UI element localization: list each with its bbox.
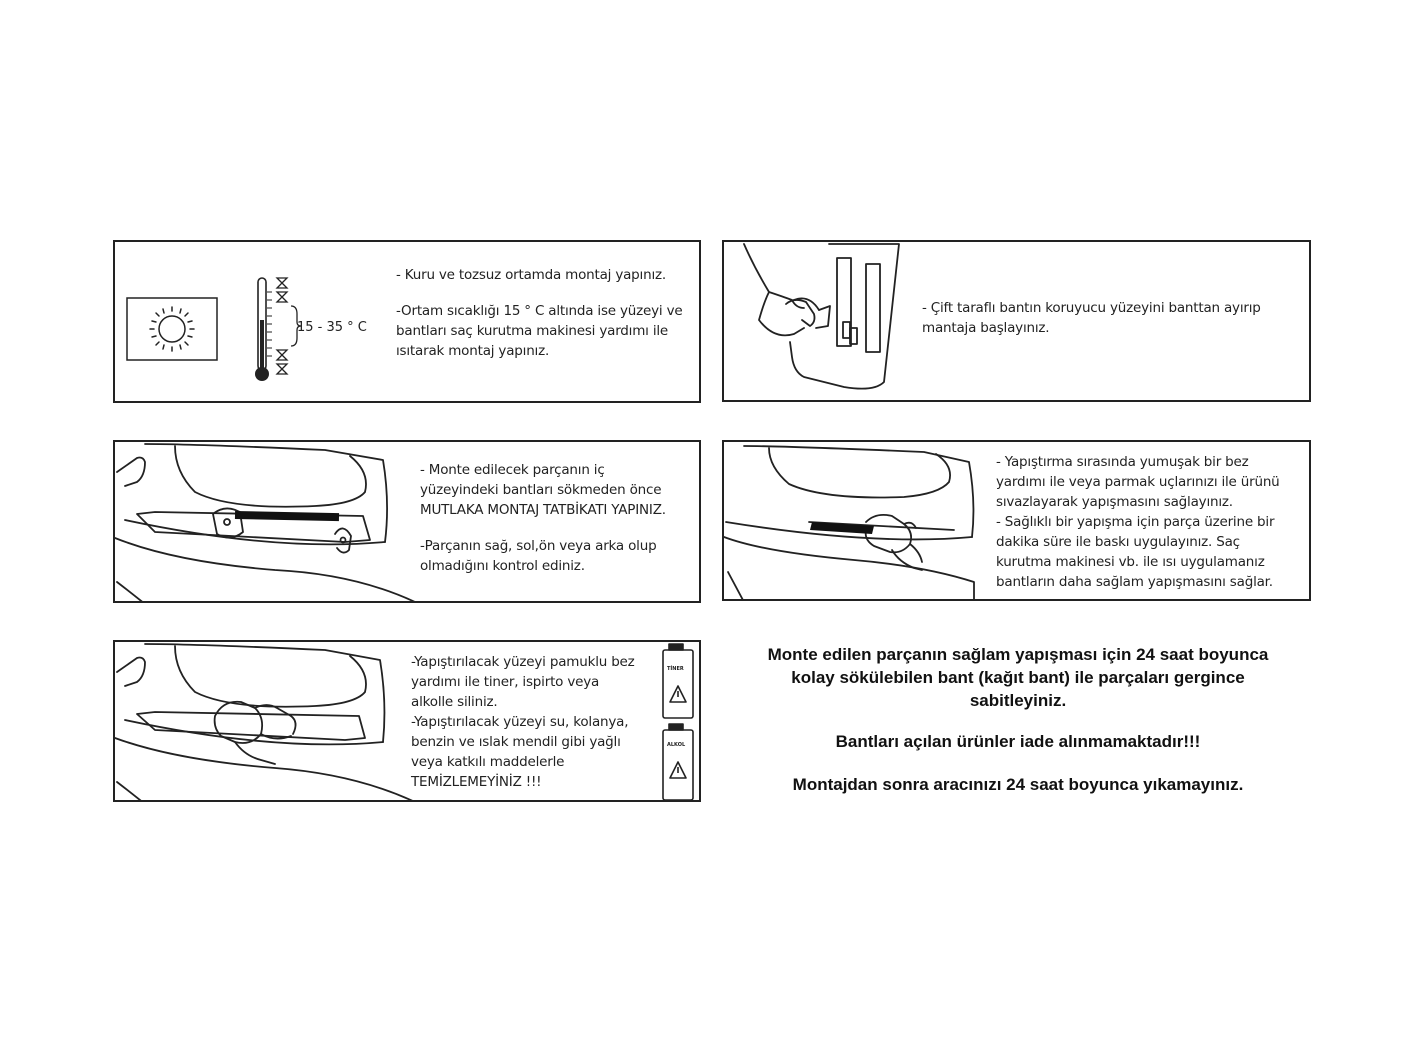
text-line: dakika süre ile baskı uygulayınız. Saç [996,534,1240,550]
text-line: alkolle siliniz. [411,694,498,710]
text-line: - Sağlıklı bir yapışma için parça üzerin… [996,514,1275,530]
text-line: -Yapıştırılacak yüzeyi su, kolanya, [411,714,629,730]
thinner-bottle-label: TİNER [667,666,684,672]
note-line-no-wash: Montajdan sonra aracınızı 24 saat boyunc… [792,775,1244,794]
hand-wiping-icon [115,643,413,800]
text-line: kurutma makinesi vb. ile ısı uygulamanız [996,554,1265,570]
text-line: sıvazlayarak yapışmasını sağlayınız. [996,494,1233,510]
note-line: sabitleyiniz. [969,691,1067,710]
thermometer-icon [255,277,302,381]
text-line: benzin ve ıslak mendil gibi yağlı [411,734,621,750]
panel-text: - Monte edilecek parçanın iç yüzeyindeki… [420,460,666,576]
thinner-bottle-icon [662,643,694,719]
text-line: yüzeyindeki bantları sökmeden önce [420,482,662,498]
hand-peeling-tape-icon [743,243,900,390]
instruction-panel-clean: TİNER ALKOL -Yapıştırılacak yüzeyi pamuk… [113,640,701,802]
important-notes: Monte edilen parçanın sağlam yapışması i… [720,643,1316,796]
text-line: -Ortam sıcaklığı 15 ° C altında ise yüze… [396,303,683,319]
panel-text: - Çift taraflı bantın koruyucu yüzeyini … [922,298,1261,338]
text-line: - Kuru ve tozsuz ortamda montaj yapınız. [396,267,666,283]
hand-pressing-cloth-icon [724,445,975,599]
instruction-panel-peel-tape: - Çift taraflı bantın koruyucu yüzeyini … [722,240,1311,402]
text-line: bantların daha sağlam yapışmasını sağlar… [996,574,1273,590]
panel-text: - Kuru ve tozsuz ortamda montaj yapınız.… [396,265,683,361]
temperature-range-label: 15 - 35 ° C [297,320,367,335]
text-line: yardımı ile veya parmak uçlarınızı ile ü… [996,474,1280,490]
text-line: -Yapıştırılacak yüzeyi pamuklu bez [411,654,635,670]
alcohol-bottle-icon [662,723,694,800]
text-line: bantları saç kurutma makinesi yardımı il… [396,323,669,339]
car-door-trim-icon [115,443,415,601]
text-line: - Monte edilecek parçanın iç [420,462,605,478]
text-line: MUTLAKA MONTAJ TATBİKATI YAPINIZ. [420,502,666,518]
panel-text: -Yapıştırılacak yüzeyi pamuklu bez yardı… [411,652,635,792]
text-line: - Çift taraflı bantın koruyucu yüzeyini … [922,300,1261,316]
text-line: mantaja başlayınız. [922,320,1050,336]
note-line: Monte edilen parçanın sağlam yapışması i… [767,645,1269,664]
panel-text: - Yapıştırma sırasında yumuşak bir bez y… [996,452,1280,592]
text-line: -Parçanın sağ, sol,ön veya arka olup [420,538,657,554]
note-line: kolay sökülebilen bant (kağıt bant) ile … [791,668,1245,687]
text-line: TEMİZLEMEYİNİZ !!! [411,774,542,790]
text-line: olmadığını kontrol ediniz. [420,558,585,574]
instruction-panel-press: - Yapıştırma sırasında yumuşak bir bez y… [722,440,1311,601]
instruction-panel-test-fit: - Monte edilecek parçanın iç yüzeyindeki… [113,440,701,603]
alcohol-bottle-label: ALKOL [667,742,686,748]
text-line: yardımı ile tiner, ispirto veya [411,674,600,690]
note-line-no-return: Bantları açılan ürünler iade alınmamakta… [835,732,1201,751]
text-line: ısıtarak montaj yapınız. [396,343,550,359]
instruction-panel-environment: 15 - 35 ° C - Kuru ve tozsuz ortamda mon… [113,240,701,403]
sun-icon [126,297,218,361]
text-line: - Yapıştırma sırasında yumuşak bir bez [996,454,1249,470]
text-line: veya katkılı maddelerle [411,754,565,770]
